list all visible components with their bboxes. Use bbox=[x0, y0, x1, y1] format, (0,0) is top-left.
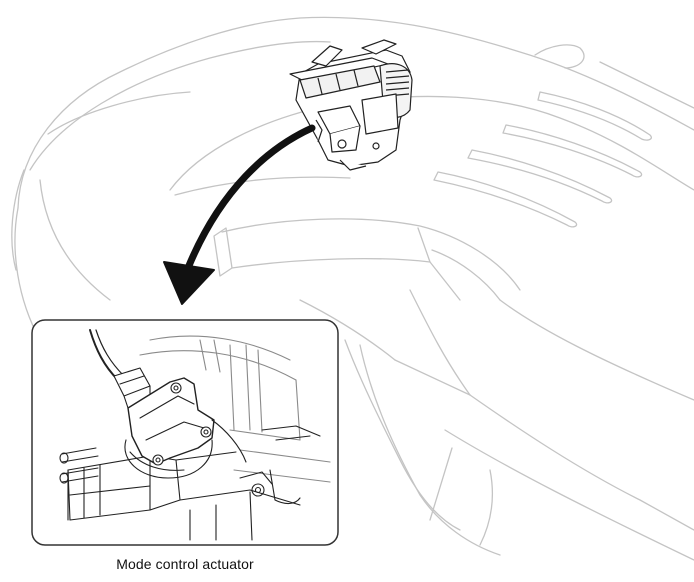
inset-detail-drawing bbox=[59, 329, 331, 541]
pointer-arrow bbox=[163, 124, 316, 305]
car-body-outline bbox=[11, 16, 694, 561]
hvac-heater-unit bbox=[289, 39, 413, 171]
figure-caption: Mode control actuator bbox=[116, 556, 254, 572]
